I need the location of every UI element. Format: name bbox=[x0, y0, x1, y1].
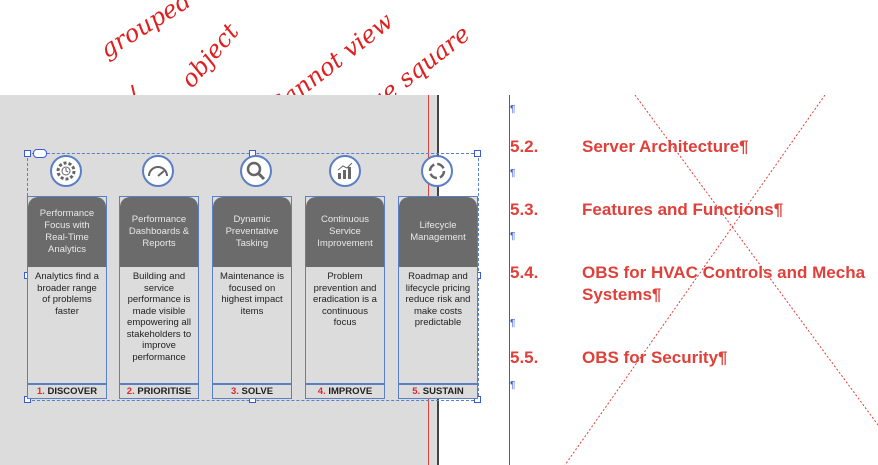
bar-chart-icon[interactable] bbox=[329, 155, 361, 187]
pilcrow: ¶ bbox=[510, 231, 516, 242]
crossed-out-mark bbox=[564, 95, 878, 465]
speedometer-icon[interactable] bbox=[142, 155, 174, 187]
resize-handle[interactable] bbox=[474, 150, 481, 157]
footer-label: IMPROVE bbox=[328, 386, 373, 397]
column-header: Continuous Service Improvement bbox=[306, 197, 384, 267]
link-icon bbox=[33, 149, 47, 158]
column-discover[interactable]: Performance Focus with Real-Time Analyti… bbox=[27, 196, 107, 384]
column-solve[interactable]: Dynamic Preventative Tasking Maintenance… bbox=[212, 196, 292, 384]
footer-improve: 4. IMPROVE bbox=[305, 384, 385, 399]
annotation-grouped: grouped bbox=[95, 0, 197, 64]
heading-title[interactable]: OBS for HVAC Controls and Mecha bbox=[582, 263, 866, 282]
footer-label: PRIORITISE bbox=[137, 386, 192, 397]
column-body: Problem prevention and eradication is a … bbox=[313, 271, 377, 328]
cycle-arrows-icon[interactable] bbox=[421, 155, 453, 187]
footer-discover: 1. DISCOVER bbox=[27, 384, 107, 399]
heading-title[interactable]: Features and Functions¶ bbox=[582, 200, 784, 219]
footer-label: DISCOVER bbox=[47, 386, 98, 397]
heading-number: 5.4. bbox=[510, 263, 539, 282]
magnifier-icon[interactable] bbox=[240, 155, 272, 187]
footer-label: SUSTAIN bbox=[422, 386, 464, 397]
column-body: Maintenance is focused on highest impact… bbox=[220, 271, 284, 317]
footer-solve: 3. SOLVE bbox=[212, 384, 292, 399]
resize-handle[interactable] bbox=[24, 150, 31, 157]
heading-title[interactable]: OBS for Security¶ bbox=[582, 348, 728, 367]
annotation-object: object bbox=[175, 17, 245, 93]
footer-label: SOLVE bbox=[241, 386, 274, 397]
footer-sustain: 5. SUSTAIN bbox=[398, 384, 478, 399]
pilcrow: ¶ bbox=[510, 380, 516, 391]
heading-title-continued[interactable]: Systems¶ bbox=[582, 285, 662, 304]
pilcrow: ¶ bbox=[510, 318, 516, 329]
footer-number: 2. bbox=[126, 386, 135, 397]
column-prioritise[interactable]: Performance Dashboards & Reports Buildin… bbox=[119, 196, 199, 384]
heading-number: 5.3. bbox=[510, 200, 539, 219]
column-header: Dynamic Preventative Tasking bbox=[213, 197, 291, 267]
pilcrow: ¶ bbox=[510, 104, 516, 115]
column-body: Roadmap and lifecycle pricing reduce ris… bbox=[405, 271, 471, 328]
heading-number: 5.2. bbox=[510, 137, 539, 156]
column-header: Lifecycle Management bbox=[399, 197, 477, 267]
footer-number: 5. bbox=[412, 386, 421, 397]
column-improve[interactable]: Continuous Service Improvement Problem p… bbox=[305, 196, 385, 384]
pilcrow: ¶ bbox=[510, 168, 516, 179]
heading-title[interactable]: Server Architecture¶ bbox=[582, 137, 749, 156]
column-header: Performance Focus with Real-Time Analyti… bbox=[28, 197, 106, 267]
text-margin-guide bbox=[509, 95, 510, 465]
heading-number: 5.5. bbox=[510, 348, 539, 367]
column-sustain[interactable]: Lifecycle Management Roadmap and lifecyc… bbox=[398, 196, 478, 384]
footer-number: 4. bbox=[317, 386, 326, 397]
column-body: Building and service performance is made… bbox=[126, 271, 192, 363]
gear-clock-icon[interactable] bbox=[50, 155, 82, 187]
column-header: Performance Dashboards & Reports bbox=[120, 197, 198, 267]
column-body: Analytics find a broader range of proble… bbox=[35, 271, 99, 317]
footer-number: 3. bbox=[230, 386, 239, 397]
footer-number: 1. bbox=[36, 386, 45, 397]
footer-prioritise: 2. PRIORITISE bbox=[119, 384, 199, 399]
